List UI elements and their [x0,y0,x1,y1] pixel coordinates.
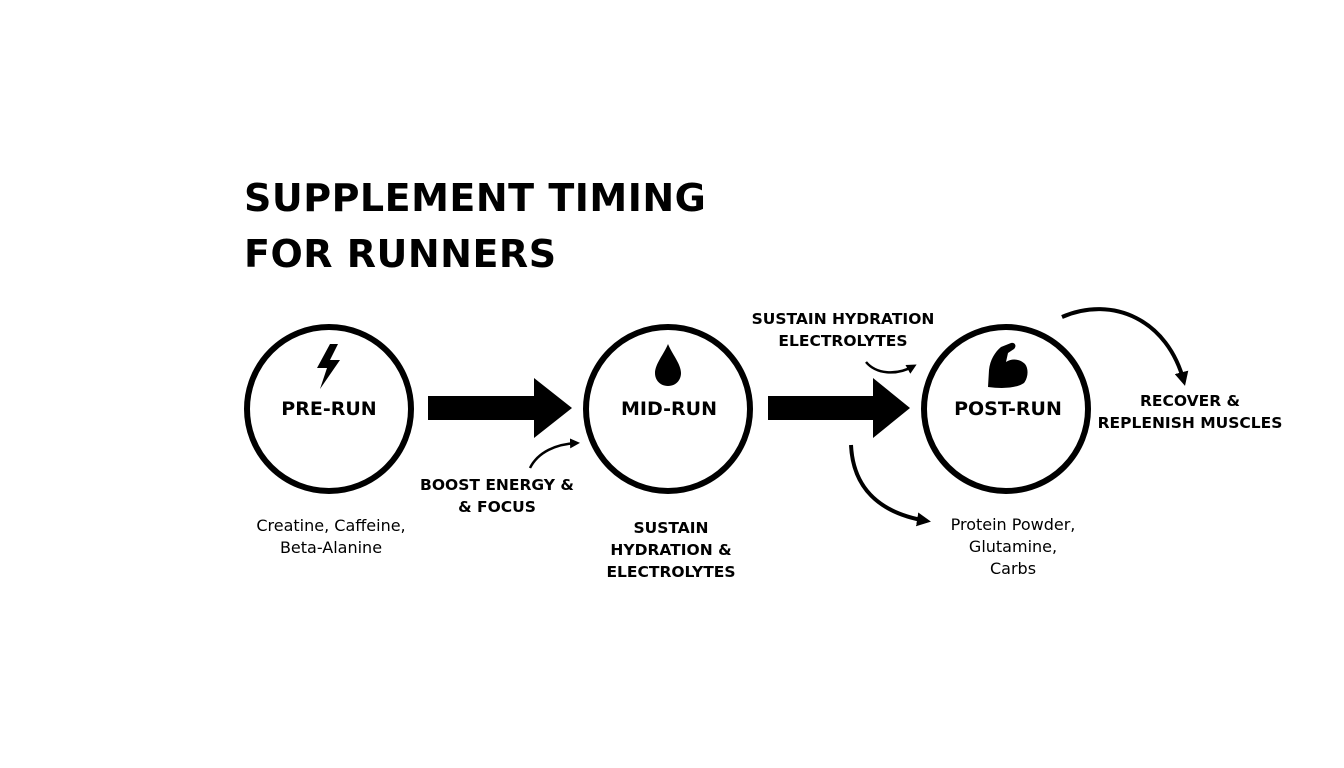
title-line-1: SUPPLEMENT TIMING [244,176,707,220]
page-title: SUPPLEMENT TIMING FOR RUNNERS [244,170,706,282]
annotation-line: RECOVER & [1139,392,1241,410]
annotation-line: REPLENISH MUSCLES [1097,414,1283,432]
pre-run-circle [244,324,414,494]
recover-annotation: RECOVER & REPLENISH MUSCLES [1098,390,1283,434]
mid-run-supplement-line: HYDRATION & [610,541,732,559]
mid-run-label: MID-RUN [621,398,717,420]
sustain-annotation: SUSTAIN HYDRATION ELECTROLYTES [752,308,935,352]
water-drop-icon [655,344,681,386]
boost-curved-arrow [528,438,580,469]
pre-run-label: PRE-RUN [281,398,377,420]
annotation-line: ELECTROLYTES [778,332,908,350]
annotation-line: BOOST ENERGY & [420,476,574,494]
mid-to-post-arrow [768,378,910,438]
post-run-label: POST-RUN [954,398,1062,420]
post-run-supplements: Protein Powder, Glutamine, Carbs [951,514,1076,580]
title-line-2: FOR RUNNERS [244,232,557,276]
supplements-curved-arrow [849,444,931,527]
mid-run-supplement-line: ELECTROLYTES [606,563,736,581]
sustain-curved-arrow [865,361,917,374]
boost-annotation: BOOST ENERGY & & FOCUS [420,474,574,518]
post-run-supplement-line: Glutamine, [968,537,1058,556]
pre-run-supplements: Creatine, Caffeine, Beta-Alanine [256,515,405,559]
mid-run-supplements: SUSTAIN HYDRATION & ELECTROLYTES [606,517,735,583]
pre-to-mid-arrow [428,378,572,438]
mid-run-circle [583,324,753,494]
recover-curved-arrow [1061,307,1189,386]
mid-run-supplement-line: SUSTAIN [633,519,709,537]
annotation-line: & FOCUS [458,498,536,516]
post-run-supplement-line: Protein Powder, [950,515,1076,534]
lightning-bolt-icon [317,344,340,389]
annotation-line: SUSTAIN HYDRATION [751,310,935,328]
flexed-bicep-icon [988,342,1028,388]
pre-run-supplement-line: Beta-Alanine [279,538,383,557]
post-run-circle [921,324,1091,494]
post-run-supplement-line: Carbs [989,559,1037,578]
pre-run-supplement-line: Creatine, Caffeine, [256,516,406,535]
